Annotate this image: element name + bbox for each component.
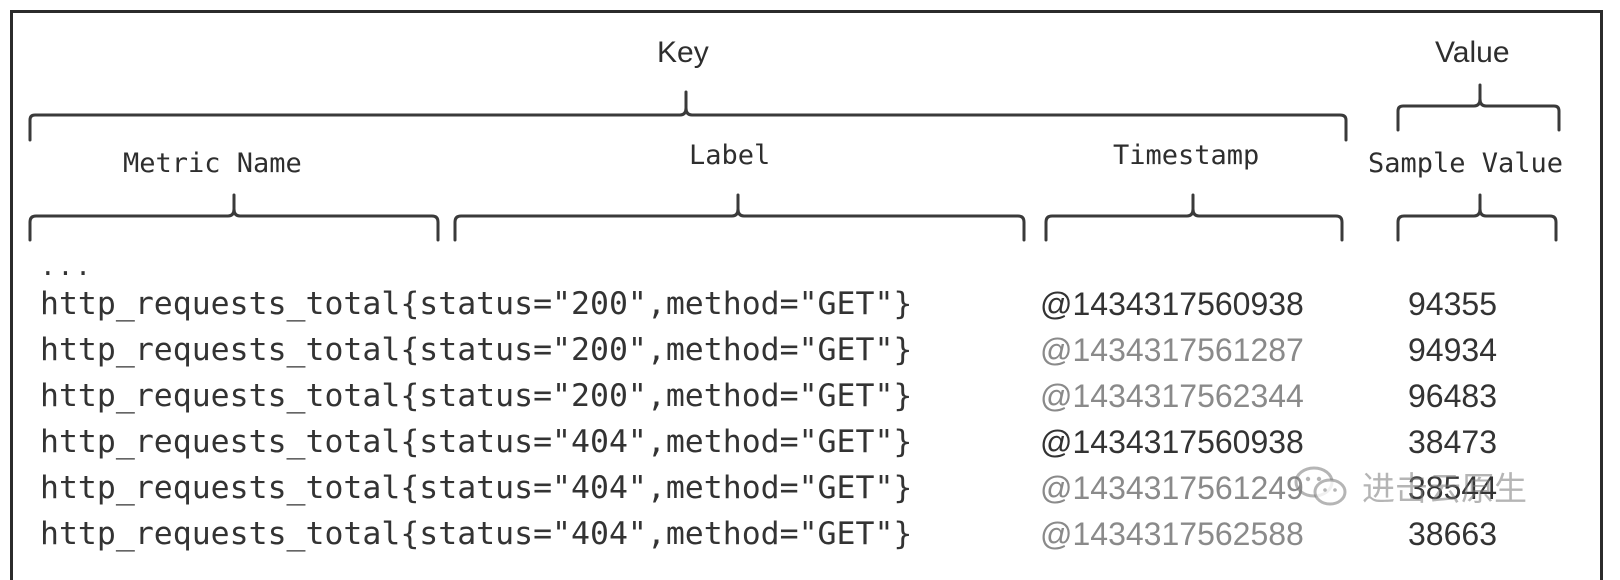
sample-value: 38473 (1408, 424, 1497, 460)
sample-value-label: Sample Value (1368, 148, 1564, 179)
metric-key: http_requests_total{status="404",method=… (40, 516, 913, 552)
table-row: http_requests_total{status="200",method=… (0, 286, 1620, 330)
metric-key: http_requests_total{status="404",method=… (40, 424, 913, 460)
metric-name-brace (28, 193, 440, 242)
key-brace (28, 90, 1348, 142)
sample-value: 94934 (1408, 332, 1497, 368)
timestamp-value: @1434317560938 (1040, 286, 1304, 322)
timestamp-brace (1044, 193, 1344, 242)
timestamp-value: @1434317562588 (1040, 516, 1304, 552)
metric-name-label: Metric Name (123, 148, 302, 179)
watermark: 进击云原生 (1292, 462, 1527, 510)
timestamp-value: @1434317562344 (1040, 378, 1304, 414)
wechat-icon (1294, 466, 1347, 506)
timestamp-value: @1434317560938 (1040, 424, 1304, 460)
sample-value: 96483 (1408, 378, 1497, 414)
watermark-text: 进击云原生 (1362, 469, 1527, 508)
timestamp-label: Timestamp (1113, 140, 1260, 171)
metric-key: http_requests_total{status="404",method=… (40, 470, 913, 506)
label-brace (453, 193, 1026, 242)
value-label: Value (1435, 36, 1510, 69)
ellipsis: ... (40, 252, 93, 282)
table-row: http_requests_total{status="200",method=… (0, 378, 1620, 422)
table-row: http_requests_total{status="404",method=… (0, 470, 1620, 514)
sample-value: 94355 (1408, 286, 1497, 322)
braces-layer (28, 83, 1561, 242)
timestamp-value: @1434317561249 (1040, 470, 1304, 506)
sample-value: 38663 (1408, 516, 1497, 552)
key-label: Key (657, 36, 709, 69)
metric-key: http_requests_total{status="200",method=… (40, 332, 913, 368)
value-brace (1396, 83, 1561, 132)
table-row: http_requests_total{status="200",method=… (0, 332, 1620, 376)
diagram-frame (10, 10, 1603, 580)
timestamp-value: @1434317561287 (1040, 332, 1304, 368)
metric-key: http_requests_total{status="200",method=… (40, 286, 913, 322)
sample-value-brace (1396, 193, 1558, 242)
table-row: http_requests_total{status="404",method=… (0, 424, 1620, 468)
metric-key: http_requests_total{status="200",method=… (40, 378, 913, 414)
sample-value: 38544 (1408, 470, 1497, 506)
label-label: Label (689, 140, 771, 171)
table-row: http_requests_total{status="404",method=… (0, 516, 1620, 560)
